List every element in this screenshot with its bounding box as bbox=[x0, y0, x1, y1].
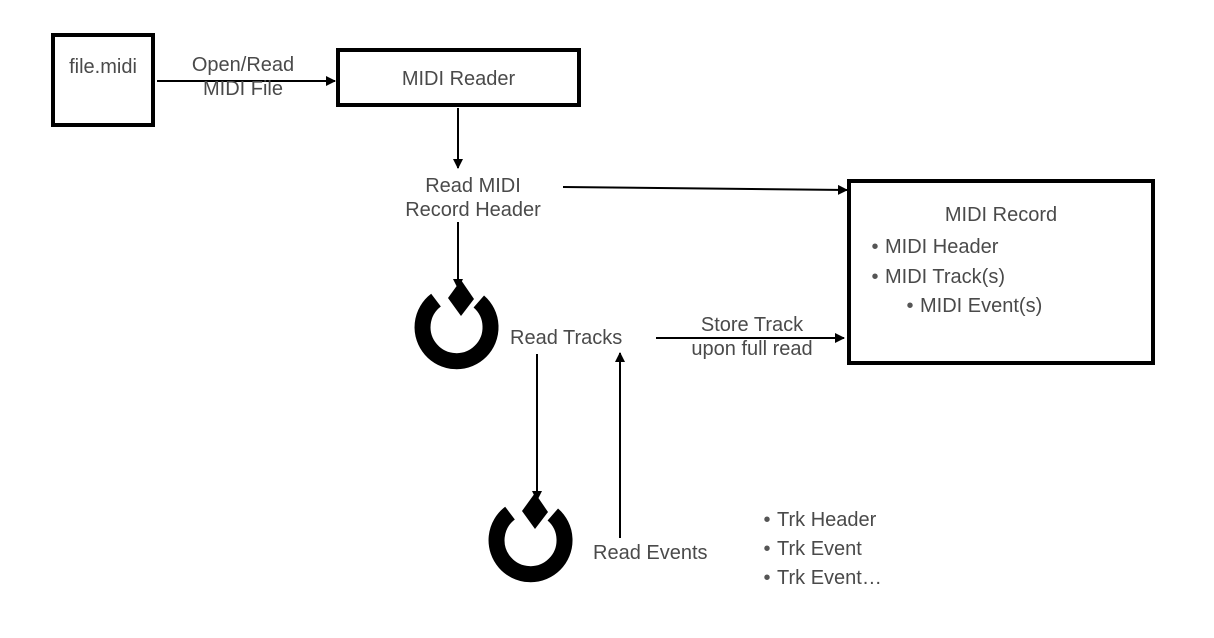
record-node: MIDI Record •MIDI Header •MIDI Track(s) … bbox=[847, 179, 1155, 365]
bullet: • bbox=[763, 538, 771, 560]
file-node: file.midi bbox=[51, 33, 155, 127]
trk-item: •Trk Event bbox=[757, 537, 861, 561]
trk-item: •Trk Event… bbox=[757, 566, 881, 590]
bullet: • bbox=[871, 266, 879, 288]
record-item: •MIDI Event(s) bbox=[900, 294, 1042, 318]
bullet: • bbox=[763, 509, 771, 531]
reader-node: MIDI Reader bbox=[336, 48, 581, 107]
read-header-label: Read MIDI Record Header bbox=[405, 175, 541, 221]
bullet: • bbox=[871, 236, 879, 258]
bullet: • bbox=[763, 567, 771, 589]
loop-arrow-icon bbox=[414, 280, 499, 370]
store-track-label: Store Track upon full read bbox=[691, 314, 813, 360]
loop-arrow-icon bbox=[488, 493, 573, 583]
open-read-label: Open/Read MIDI File bbox=[191, 54, 295, 100]
bullet: • bbox=[906, 295, 914, 317]
record-title: MIDI Record bbox=[944, 204, 1058, 226]
reader-label: MIDI Reader bbox=[401, 68, 516, 90]
record-item: •MIDI Track(s) bbox=[865, 265, 1005, 289]
read-tracks-label: Read Tracks bbox=[510, 327, 623, 349]
trk-item: •Trk Header bbox=[757, 508, 876, 532]
read-events-label: Read Events bbox=[593, 542, 708, 564]
file-label: file.midi bbox=[69, 56, 137, 78]
arrow-header-to-record bbox=[562, 184, 848, 195]
record-item: •MIDI Header bbox=[865, 235, 998, 259]
